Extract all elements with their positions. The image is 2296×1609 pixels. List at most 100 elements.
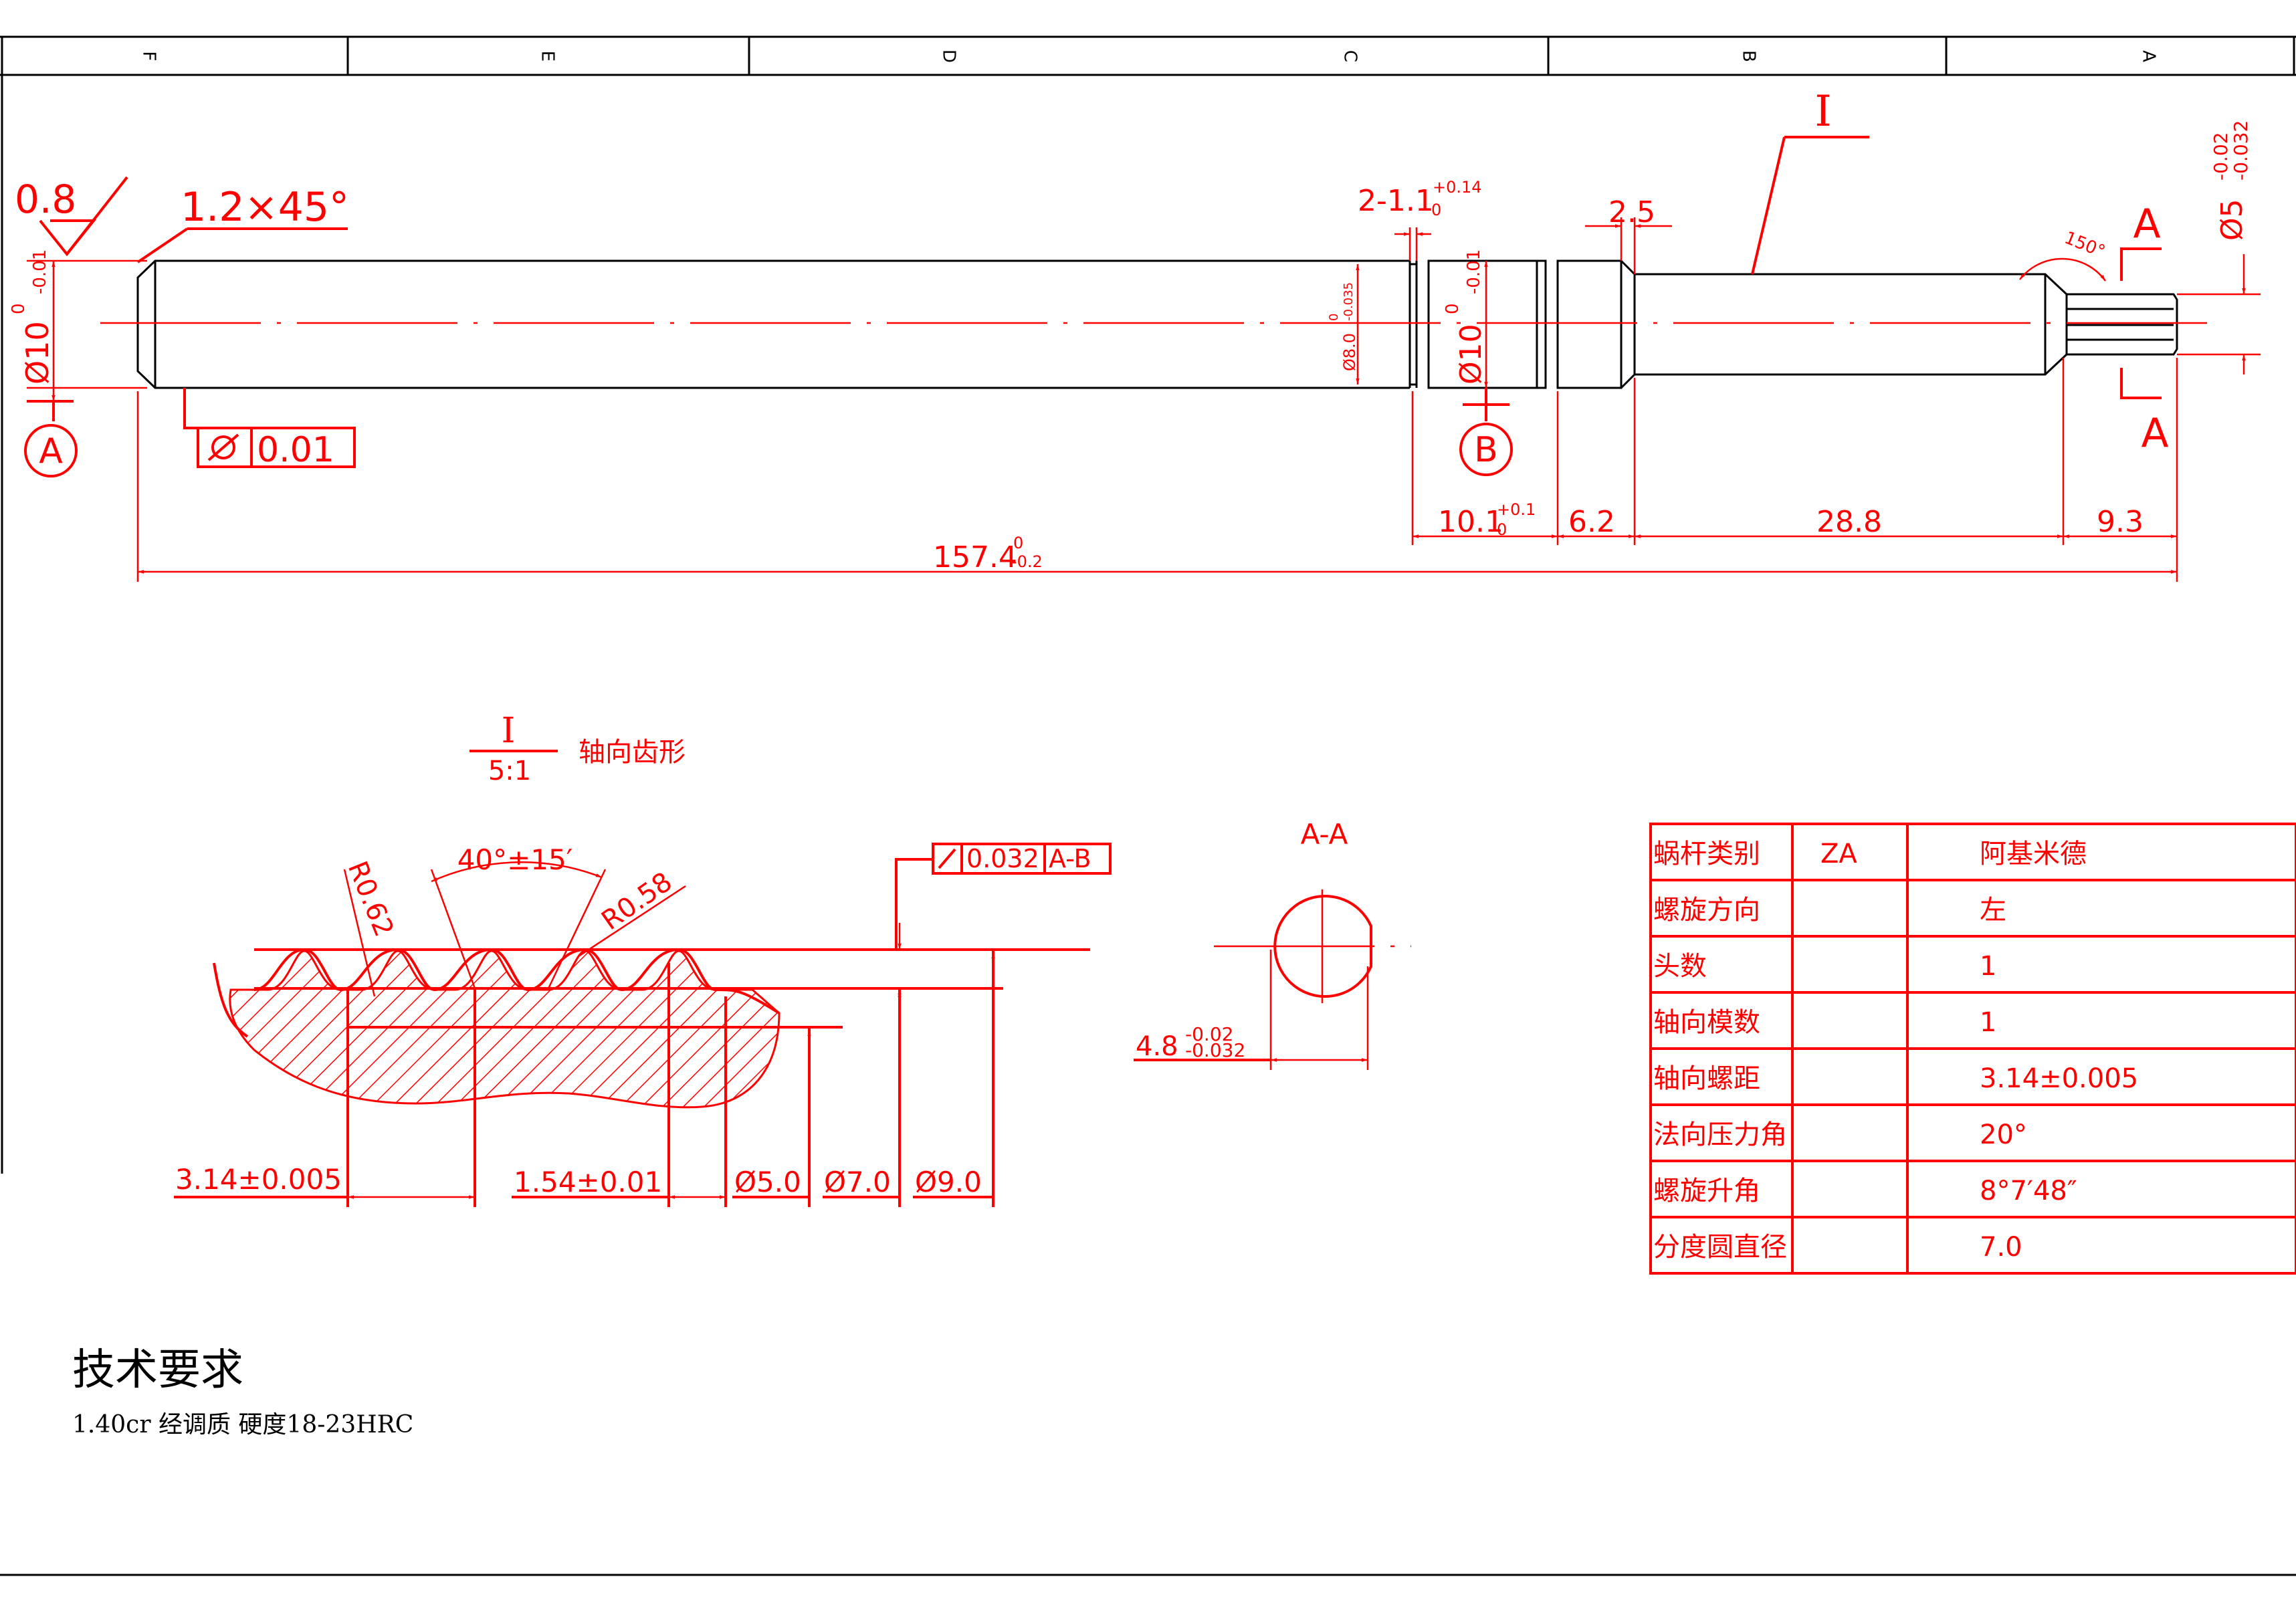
tooth-dimensions: 3.14±0.005 1.54±0.01 Ø5.0 Ø7.0 Ø9.0 bbox=[174, 952, 995, 1199]
surface-finish-value: 0.8 bbox=[15, 177, 76, 222]
groove-sub: 0 bbox=[1431, 201, 1441, 219]
notes-line-1: 1.40cr 经调质 硬度18-23HRC bbox=[72, 1411, 413, 1438]
end-dia-text: Ø5 bbox=[2215, 199, 2249, 241]
drawing-frame bbox=[0, 35, 2296, 1576]
tooth-thickness-value: 1.54±0.01 bbox=[514, 1166, 662, 1198]
zone-e: E bbox=[538, 51, 558, 62]
table-row-value: 阿基米德 bbox=[1980, 839, 2087, 869]
parallelism-frame: 0.032 A-B bbox=[895, 843, 1112, 1016]
groove-width-callout: 2-1.1 0 +0.14 bbox=[1358, 178, 1482, 261]
pitch-dia-value: Ø7.0 bbox=[824, 1166, 891, 1198]
zone-f: F bbox=[139, 51, 159, 62]
collar-width-value: 2.5 bbox=[1608, 195, 1655, 229]
left-diameter-callout: Ø10 0 -0.01 bbox=[9, 249, 147, 401]
mid-dia-text: Ø10 bbox=[1454, 324, 1488, 385]
tooth-profile bbox=[213, 948, 1090, 1207]
tip-dia-value: Ø9.0 bbox=[915, 1166, 982, 1198]
technical-notes: 技术要求 1.40cr 经调质 硬度18-23HRC bbox=[72, 1346, 413, 1438]
groove-dia-text: Ø8.0 bbox=[1340, 333, 1359, 371]
tooth-angle-callout: 40°±15′ bbox=[430, 843, 607, 989]
zone-b: B bbox=[1739, 50, 1759, 62]
section-cut-marks: A A bbox=[2120, 201, 2169, 457]
overall-length-sup: 0 bbox=[1013, 534, 1023, 552]
dim-9-3-value: 9.3 bbox=[2097, 505, 2144, 539]
overall-length-value: 157.4 bbox=[933, 540, 1017, 574]
table-row-label: 轴向模数 bbox=[1653, 1007, 1760, 1038]
collar-width-callout: 2.5 bbox=[1585, 195, 1672, 274]
dim-28-8-value: 28.8 bbox=[1816, 505, 1882, 539]
zone-labels: F E D C B A bbox=[139, 49, 2159, 63]
section-title: A-A bbox=[1301, 818, 1348, 851]
mid-dia-tol-upper: 0 bbox=[1443, 303, 1463, 314]
end-dia-tol-lower: -0.032 bbox=[2230, 120, 2252, 181]
parallelism-value: 0.032 bbox=[966, 844, 1039, 873]
datum-a: A bbox=[24, 400, 78, 477]
groove-label: 2-1.1 bbox=[1358, 184, 1434, 218]
detail-scale: 5:1 bbox=[488, 756, 531, 786]
groove-dia-tol-lower: -0.035 bbox=[1342, 282, 1356, 321]
table-row-label: 分度圆直径 bbox=[1653, 1232, 1787, 1263]
table-row-label: 轴向螺距 bbox=[1653, 1063, 1760, 1094]
runout-value: 0.01 bbox=[257, 430, 334, 470]
table-row-value: 7.0 bbox=[1980, 1232, 2022, 1263]
dim-6-2-value: 6.2 bbox=[1568, 505, 1615, 539]
zone-d: D bbox=[939, 49, 959, 63]
table-row-value: 3.14±0.005 bbox=[1980, 1063, 2138, 1094]
groove-sup: +0.14 bbox=[1433, 178, 1482, 197]
dim-10-1-sup: +0.1 bbox=[1497, 500, 1536, 519]
table-row-label: 螺旋升角 bbox=[1653, 1176, 1760, 1206]
table-row-value: 8°7′48″ bbox=[1980, 1176, 2077, 1206]
zone-c: C bbox=[1340, 50, 1360, 62]
detail-i-marker: I bbox=[1814, 87, 1831, 136]
section-mark-top: A bbox=[2133, 201, 2160, 247]
table-row-label: 头数 bbox=[1653, 951, 1707, 982]
dim-10-1-sub: 0 bbox=[1497, 520, 1507, 539]
detail-i-label: I 5:1 轴向齿形 bbox=[469, 711, 686, 786]
datum-b-letter: B bbox=[1474, 430, 1498, 470]
table-row-value: 20° bbox=[1980, 1119, 2027, 1150]
mid-diameter-callout: Ø10 0 -0.01 bbox=[1443, 249, 1488, 388]
datum-a-letter: A bbox=[39, 431, 63, 471]
datum-b: B bbox=[1459, 388, 1513, 476]
end-diameter-callout: Ø5 -0.02 -0.032 bbox=[2177, 120, 2261, 374]
radius-left-value: R0.62 bbox=[342, 857, 399, 942]
length-dimensions: 10.1 0 +0.1 6.2 28.8 9.3 157.4 0 -0.2 bbox=[136, 358, 2178, 582]
chamfer-value: 1.2×45° bbox=[181, 184, 349, 231]
zone-a: A bbox=[2139, 50, 2159, 62]
table-row-code: ZA bbox=[1820, 839, 1857, 869]
left-dia-tol-lower: -0.01 bbox=[30, 249, 50, 294]
flat-tol-lower: -0.032 bbox=[1185, 1039, 1245, 1061]
table-row-value: 左 bbox=[1980, 895, 2006, 926]
section-mark-bottom: A bbox=[2141, 410, 2168, 457]
shaft-outline bbox=[136, 259, 2178, 389]
table-row-label: 螺旋方向 bbox=[1653, 895, 1760, 926]
root-dia-value: Ø5.0 bbox=[734, 1166, 801, 1198]
dim-10-1-value: 10.1 bbox=[1438, 505, 1503, 539]
parallelism-datum: A-B bbox=[1049, 844, 1091, 873]
cone-angle-callout: 150° bbox=[2019, 228, 2108, 282]
chamfer-callout: 1.2×45° bbox=[136, 184, 349, 263]
notes-title: 技术要求 bbox=[72, 1346, 243, 1395]
flat-dim-value: 4.8 bbox=[1136, 1031, 1178, 1062]
detail-caption: 轴向齿形 bbox=[579, 737, 686, 768]
runout-frame: 0.01 bbox=[183, 388, 356, 470]
end-dia-tol-upper: -0.02 bbox=[2210, 132, 2232, 181]
pitch-value: 3.14±0.005 bbox=[175, 1163, 342, 1196]
overall-length-sub: -0.2 bbox=[1011, 552, 1043, 571]
table-row-label: 蜗杆类别 bbox=[1653, 839, 1760, 869]
cone-angle-value: 150° bbox=[2061, 228, 2107, 262]
left-dia-tol-upper: 0 bbox=[9, 303, 29, 314]
section-a-a: A-A 4.8 -0.02 -0.032 bbox=[1134, 818, 1411, 1070]
detail-i-leader: I bbox=[1751, 87, 1869, 275]
detail-i-title: I bbox=[502, 711, 516, 751]
groove-dia-tol-upper: 0 bbox=[1327, 314, 1341, 321]
groove-diameter-callout: Ø8.0 0 -0.035 bbox=[1327, 264, 1360, 385]
surface-finish-symbol: 0.8 bbox=[15, 176, 128, 257]
mid-dia-tol-lower: -0.01 bbox=[1464, 249, 1484, 294]
flat-tol-upper: -0.02 bbox=[1185, 1023, 1233, 1045]
table-row-value: 1 bbox=[1980, 951, 1996, 982]
table-row-label: 法向压力角 bbox=[1653, 1119, 1787, 1150]
table-row-value: 1 bbox=[1980, 1007, 1996, 1038]
